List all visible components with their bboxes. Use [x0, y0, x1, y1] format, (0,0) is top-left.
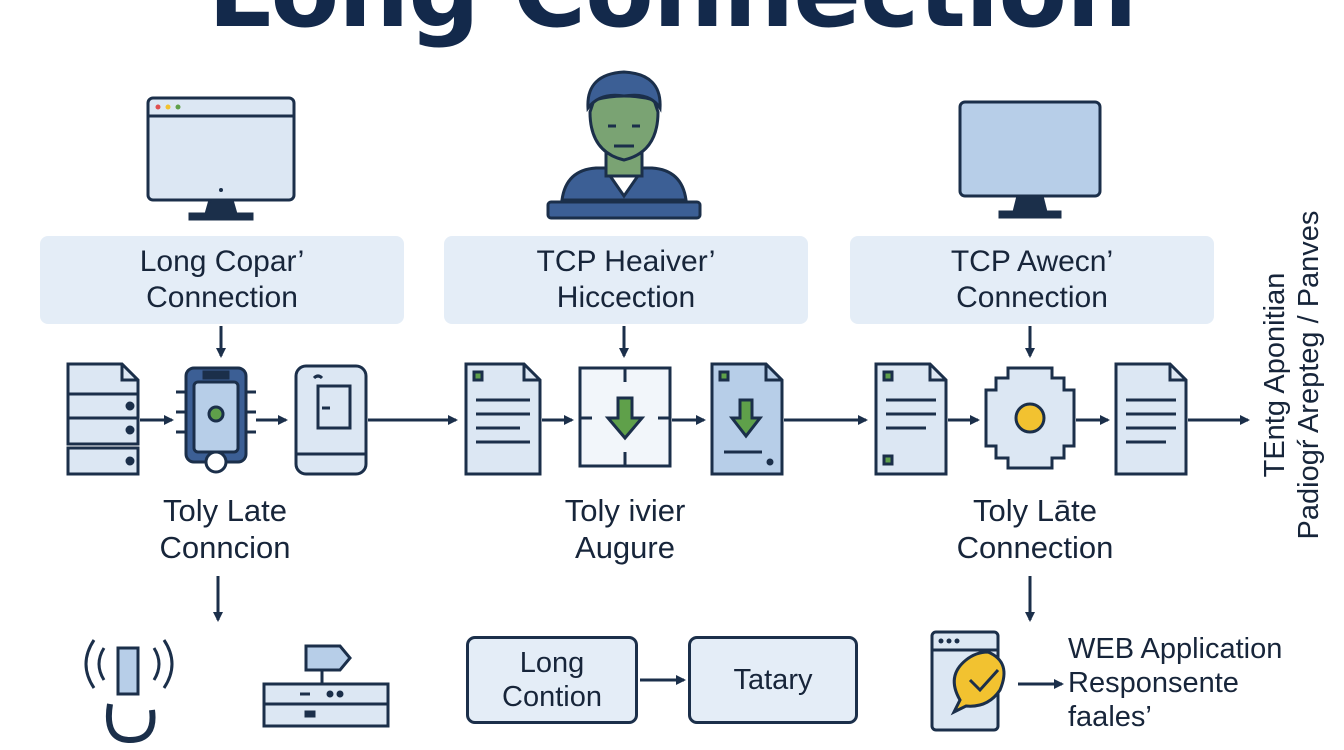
document-icon	[874, 362, 948, 476]
caption-2: Toly ivier Augure	[500, 492, 750, 566]
person-icon	[546, 70, 702, 220]
network-device-icon	[262, 644, 390, 728]
label-box-1: Long Copar’ Connection	[40, 236, 404, 324]
label-box-2: TCP Heaiver’ Hiccection	[444, 236, 808, 324]
chip-icon	[176, 366, 256, 474]
web-app-window-icon	[930, 630, 1006, 732]
download-icon	[578, 366, 672, 468]
tatary-label: Tatary	[733, 664, 813, 696]
label-box-3: TCP Awecn’ Connection	[850, 236, 1214, 324]
tatary-box: Tatary	[688, 636, 858, 724]
label-box-3-line-1: TCP Awecn’	[950, 245, 1114, 278]
long-contion-line-1: Long	[519, 647, 585, 679]
document-icon	[464, 362, 542, 476]
long-contion-box: Long Contion	[466, 636, 638, 724]
server-stack-icon	[66, 362, 140, 476]
diagram-title: Long Connection	[0, 0, 1344, 42]
label-box-3-line-2: Connection	[956, 281, 1108, 314]
gear-icon	[984, 366, 1076, 470]
wireless-signal-icon	[84, 639, 174, 744]
caption-3-line-2: Connection	[956, 530, 1114, 565]
web-application-line-1: WEB Application	[1068, 633, 1283, 665]
web-application-text: WEB Application Responsente faales’	[1068, 632, 1282, 734]
label-box-2-line-2: Hiccection	[556, 281, 696, 314]
label-box-2-line-1: TCP Heaiver’	[536, 245, 716, 278]
caption-3: Toly Lāte Connection	[910, 492, 1160, 566]
long-contion-line-2: Contion	[502, 681, 602, 713]
web-application-line-3: faales’	[1068, 701, 1152, 733]
label-box-1-line-2: Connection	[146, 281, 298, 314]
web-application-line-2: Responsente	[1068, 667, 1239, 699]
document-icon	[1114, 362, 1188, 476]
label-box-1-line-1: Long Copar’	[139, 245, 305, 278]
caption-1: Toly Late Conncion	[100, 492, 350, 566]
phone-icon	[294, 364, 368, 476]
caption-2-line-1: Toly ivier	[564, 493, 686, 528]
document-download-icon	[710, 362, 784, 476]
caption-2-line-2: Augure	[575, 530, 675, 565]
caption-3-line-1: Toly Lāte	[972, 493, 1098, 528]
caption-1-line-1: Toly Late	[162, 493, 288, 528]
monitor-icon	[146, 96, 296, 221]
caption-1-line-2: Conncion	[159, 530, 291, 565]
monitor-icon	[958, 100, 1102, 219]
